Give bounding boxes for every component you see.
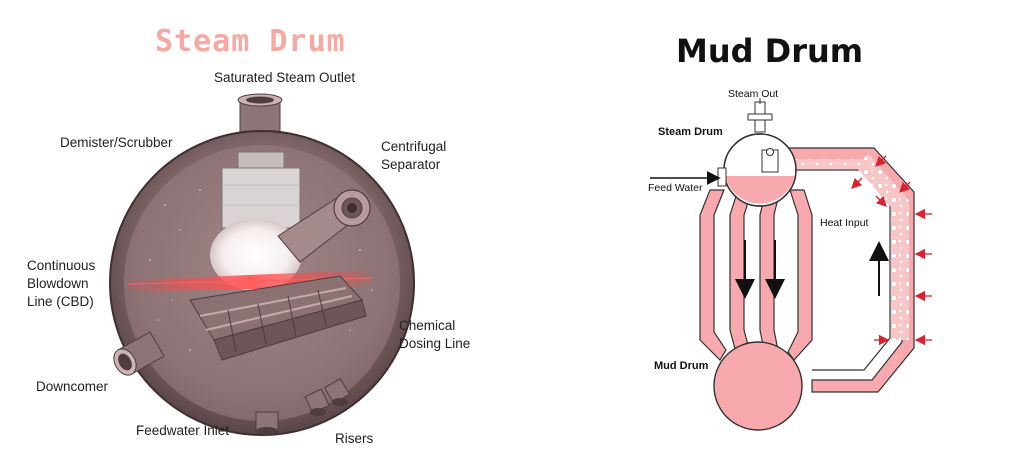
label-feedwater-inlet: Feedwater Inlet (136, 423, 230, 438)
label-dosing-line: Dosing Line (399, 336, 471, 351)
label-saturated-steam-outlet: Saturated Steam Outlet (214, 70, 356, 85)
label-mud-drum: Mud Drum (654, 360, 709, 372)
steam-drum-illustration (109, 93, 415, 436)
label-centrifugal: Centrifugal (381, 139, 447, 154)
label-heat-input: Heat Input (820, 217, 869, 229)
steam-drum-title: Steam Drum (155, 24, 346, 59)
riser-tube (780, 147, 915, 393)
label-separator: Separator (381, 157, 441, 172)
label-risers: Risers (335, 431, 374, 446)
mud-drum-panel: Mud Drum Steam Out Steam Drum Feed Water… (512, 0, 1024, 468)
steam-drum-vessel (717, 133, 797, 207)
feedwater-inlet-pipe (255, 411, 279, 435)
label-feed-water: Feed Water (648, 182, 703, 194)
mud-drum-vessel (713, 341, 803, 431)
heat-input-arrows (851, 155, 932, 346)
mud-drum-title: Mud Drum (676, 32, 864, 70)
label-line-cbd: Line (CBD) (27, 294, 94, 309)
steam-out-pipe (747, 98, 773, 133)
label-steam-drum: Steam Drum (658, 126, 723, 138)
riser-pipes (304, 378, 350, 416)
label-continuous: Continuous (27, 258, 96, 273)
steam-drum-panel: Steam Drum Saturated Steam Outlet Demist… (27, 24, 471, 446)
label-chemical: Chemical (399, 318, 456, 333)
label-demister: Demister/Scrubber (60, 135, 173, 150)
downcomer-pipe (113, 331, 165, 376)
mud-drum-diagram (650, 98, 932, 431)
label-downcomer: Downcomer (36, 379, 109, 394)
internal-trough (189, 275, 367, 361)
centrifugal-separator (277, 189, 371, 263)
label-steam-out: Steam Out (728, 88, 779, 100)
label-blowdown: Blowdown (27, 276, 89, 291)
downcomer-tubes (699, 189, 813, 361)
